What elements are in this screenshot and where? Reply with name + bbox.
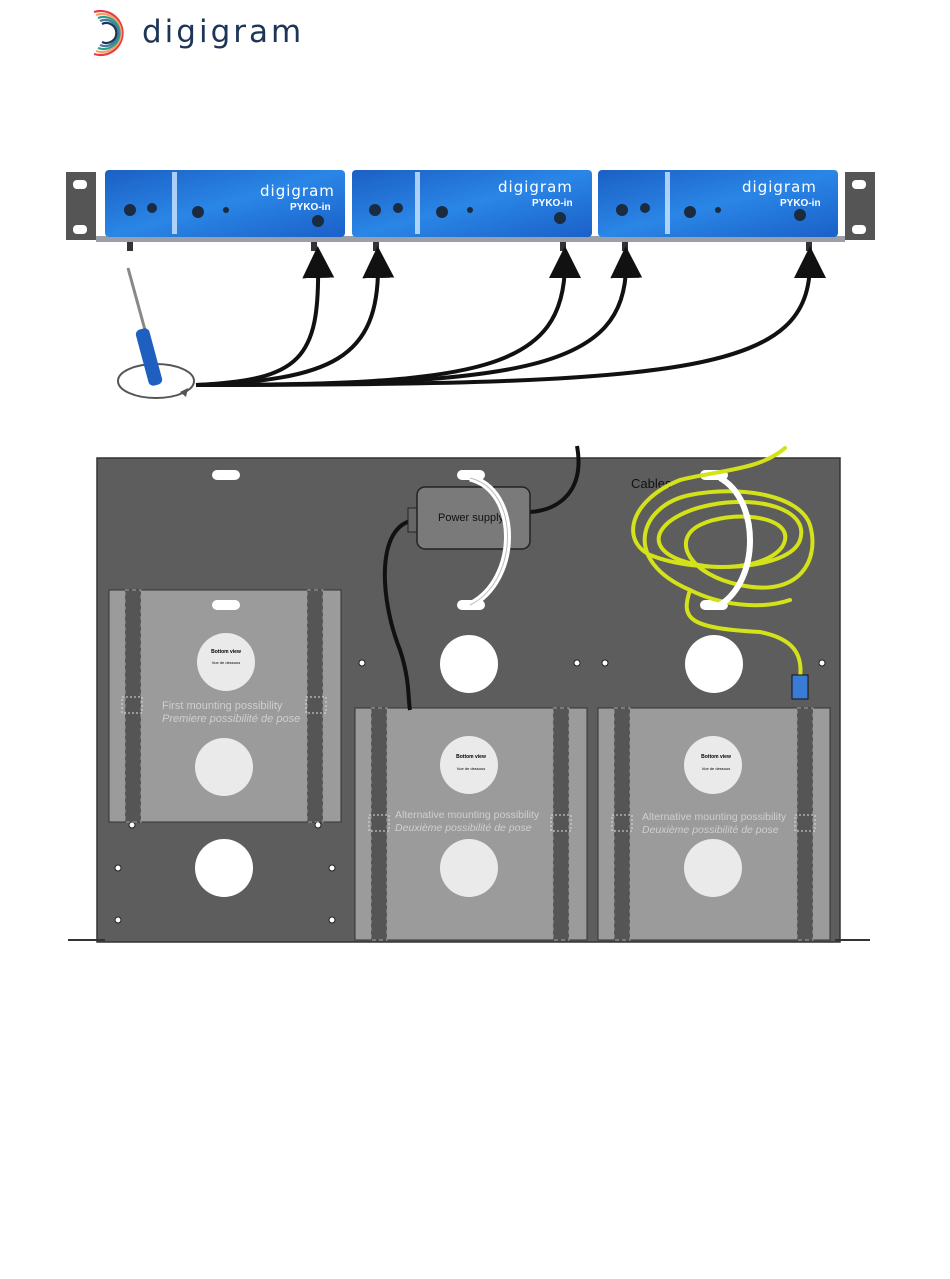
power-supply: Power supply: [382, 445, 581, 711]
plate-1-subtitle: Vue de dessous: [212, 660, 241, 665]
plate-1-caption-en: First mounting possibility: [162, 700, 283, 712]
unit-3-model: PYKO-in: [780, 198, 821, 209]
plate-3-title: Bottom view: [701, 754, 731, 760]
pyko-unit-1: digigram PYKO-in: [105, 170, 345, 237]
unit-2-brand: digigram: [498, 178, 573, 196]
digigram-logo-icon: [93, 9, 124, 57]
power-supply-label: Power supply: [438, 512, 505, 524]
rj45-connector-icon: [791, 674, 809, 700]
plate-3-caption-fr: Deuxième possibilité de pose: [642, 824, 779, 836]
bottom-view: Bottom view Vue de dessous First mountin…: [68, 445, 870, 943]
plate-3-subtitle: Vue de dessous: [702, 766, 731, 771]
logo-wordmark: digigram: [142, 14, 305, 50]
mounting-plate-3: Bottom view Vue de dessous Alternative m…: [597, 707, 831, 941]
unit-1-model: PYKO-in: [290, 202, 331, 213]
plate-1-title: Bottom view: [211, 649, 241, 655]
pyko-unit-2: digigram PYKO-in: [352, 170, 592, 237]
plate-1-caption-fr: Premiere possibilité de pose: [162, 713, 300, 725]
rotation-arrows: [195, 246, 826, 387]
cables: Cables: [631, 446, 815, 700]
plate-2-caption-en: Alternative mounting possibility: [395, 809, 540, 821]
mounting-plate-1: Bottom view Vue de dessous First mountin…: [108, 589, 342, 823]
tray-holes: [195, 635, 743, 897]
pyko-unit-3: digigram PYKO-in: [598, 170, 838, 237]
rack-shelf: [96, 236, 845, 242]
mounting-plate-2: Bottom view Vue de dessous Alternative m…: [354, 707, 588, 941]
digigram-logo: digigram: [84, 6, 324, 60]
unit-2-model: PYKO-in: [532, 198, 573, 209]
unit-3-brand: digigram: [742, 178, 817, 196]
plate-2-title: Bottom view: [456, 754, 486, 760]
front-view: digigram PYKO-in digigram PYKO-in digigr…: [66, 170, 875, 399]
plate-3-caption-en: Alternative mounting possibility: [642, 811, 787, 823]
plate-2-caption-fr: Deuxième possibilité de pose: [395, 822, 532, 834]
plate-2-subtitle: Vue de dessous: [457, 766, 486, 771]
screwdriver-icon: [117, 267, 195, 399]
unit-1-brand: digigram: [260, 182, 335, 200]
front-screws: [127, 242, 812, 251]
